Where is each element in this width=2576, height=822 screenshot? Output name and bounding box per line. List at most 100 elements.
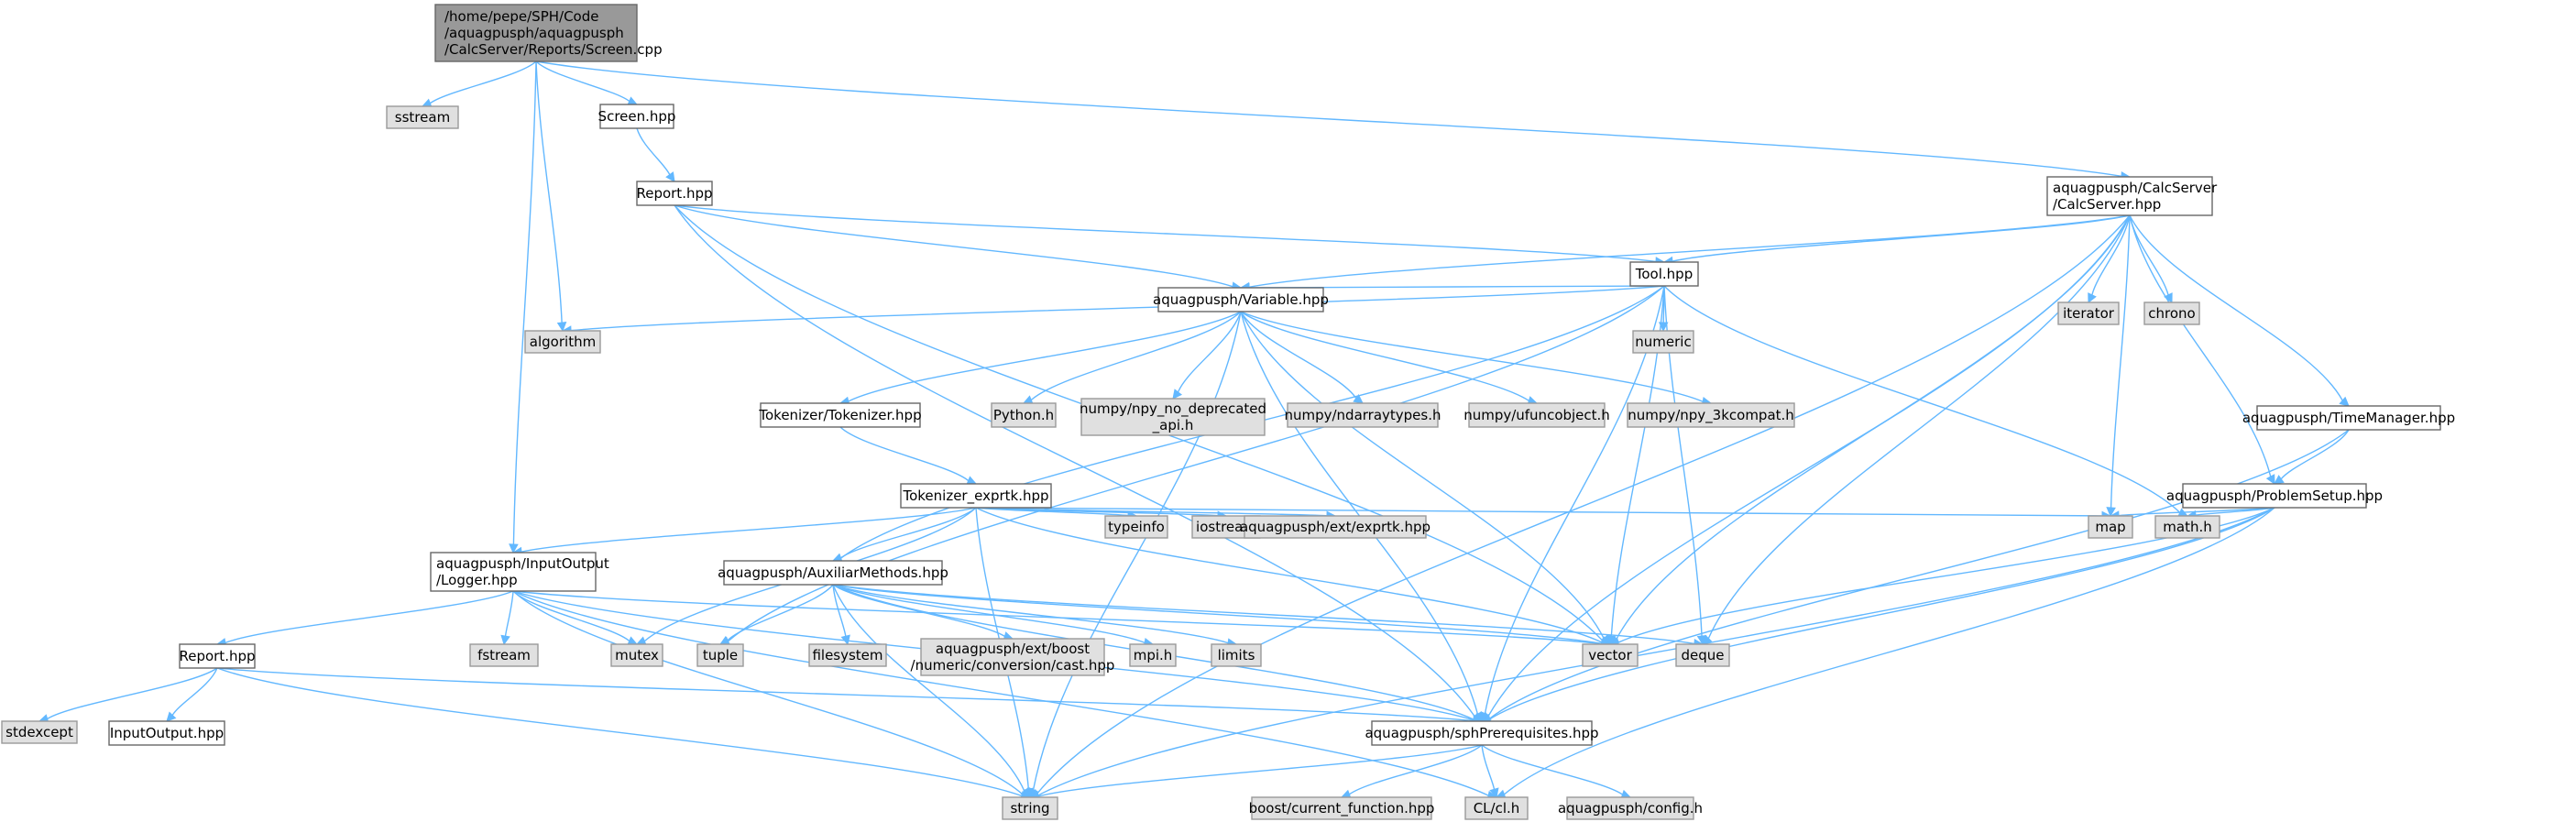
edge-tokenizer_exprtk-to-logger bbox=[511, 507, 977, 557]
node-iterator: iterator bbox=[2057, 301, 2120, 325]
edge-tool_hpp-to-algorithm bbox=[561, 285, 1665, 335]
node-label: map bbox=[2095, 519, 2125, 535]
node-label: typeinfo bbox=[1108, 519, 1165, 535]
node-sphprereq[interactable]: aquagpusph/sphPrerequisites.hpp bbox=[1365, 720, 1599, 746]
node-label: vector bbox=[1588, 647, 1632, 663]
node-box bbox=[723, 560, 943, 586]
edge-auxiliar-to-limits bbox=[832, 584, 1238, 648]
node-screen-hpp[interactable]: Screen.hpp bbox=[598, 104, 676, 129]
node-exprtk: aquagpusph/ext/exprtk.hpp bbox=[1240, 515, 1431, 539]
edge-root-to-logger bbox=[509, 60, 537, 554]
node-label: numpy/npy_3kcompat.h bbox=[1628, 407, 1794, 424]
node-sstream: sstream bbox=[386, 105, 459, 129]
node-box bbox=[1582, 643, 1639, 667]
node-auxiliar[interactable]: aquagpusph/AuxiliarMethods.hpp bbox=[718, 560, 948, 586]
node-report-hpp-top[interactable]: Report.hpp bbox=[636, 181, 713, 206]
node-label: Python.h bbox=[993, 407, 1054, 423]
node-deque: deque bbox=[1675, 643, 1730, 667]
node-label: /Logger.hpp bbox=[436, 572, 518, 588]
edge-variable_hpp-to-python_h bbox=[1022, 311, 1242, 405]
node-label: boost/current_function.hpp bbox=[1249, 800, 1435, 817]
node-box bbox=[1104, 515, 1168, 539]
node-tool-hpp[interactable]: Tool.hpp bbox=[1629, 261, 1699, 287]
node-numeric: numeric bbox=[1632, 330, 1694, 354]
node-calcserver-hpp[interactable]: aquagpusph/CalcServer/CalcServer.hpp bbox=[2046, 176, 2218, 216]
node-npy-3kcompat: numpy/npy_3kcompat.h bbox=[1627, 402, 1795, 428]
node-stdexcept: stdexcept bbox=[1, 720, 78, 744]
edge-logger-to-report_hpp_bottom bbox=[215, 590, 514, 648]
node-fstream: fstream bbox=[469, 643, 539, 667]
node-python-h: Python.h bbox=[991, 402, 1057, 428]
edge-report_hpp_top-to-tool_hpp bbox=[674, 204, 1666, 267]
edge-timemanager-to-problemsetup bbox=[2274, 429, 2350, 485]
node-tokenizer-hpp[interactable]: Tokenizer/Tokenizer.hpp bbox=[758, 402, 922, 428]
node-label: iterator bbox=[2063, 305, 2115, 322]
node-label: Report.hpp bbox=[179, 648, 255, 664]
node-root[interactable]: /home/pepe/SPH/Code/aquagpusph/aquagpusp… bbox=[434, 4, 663, 62]
node-box bbox=[386, 105, 459, 129]
node-algorithm: algorithm bbox=[524, 330, 601, 354]
node-box bbox=[1080, 398, 1266, 436]
node-label: string bbox=[1010, 800, 1049, 817]
node-box bbox=[1, 720, 78, 744]
node-label: /CalcServer.hpp bbox=[2053, 196, 2161, 213]
node-mpi-h: mpi.h bbox=[1129, 643, 1177, 667]
node-label: aquagpusph/ext/boost bbox=[936, 641, 1090, 657]
node-box bbox=[599, 104, 674, 129]
node-label: numpy/ndarraytypes.h bbox=[1284, 407, 1441, 423]
node-box bbox=[991, 402, 1057, 428]
node-box bbox=[524, 330, 601, 354]
node-label: numeric bbox=[1635, 334, 1691, 350]
node-box bbox=[900, 483, 1052, 509]
node-boost-cf: boost/current_function.hpp bbox=[1249, 796, 1435, 820]
node-logger[interactable]: aquagpusph/InputOutput/Logger.hpp bbox=[430, 552, 609, 592]
node-label: /CalcServer/Reports/Screen.cpp bbox=[444, 41, 663, 58]
edge-timemanager-to-sphprereq bbox=[1480, 429, 2350, 724]
node-box bbox=[179, 643, 256, 669]
node-box bbox=[2256, 405, 2441, 431]
node-timemanager[interactable]: aquagpusph/TimeManager.hpp bbox=[2242, 405, 2455, 431]
node-problemsetup[interactable]: aquagpusph/ProblemSetup.hpp bbox=[2166, 483, 2383, 509]
node-label: limits bbox=[1218, 647, 1255, 663]
node-label: aquagpusph/Variable.hpp bbox=[1153, 291, 1329, 308]
edge-sphprereq-to-cl_h bbox=[1481, 744, 1499, 799]
edge-root-to-sstream bbox=[421, 60, 537, 108]
node-label: numpy/npy_no_deprecated bbox=[1080, 400, 1266, 418]
node-box bbox=[760, 402, 921, 428]
node-typeinfo: typeinfo bbox=[1104, 515, 1168, 539]
edge-tokenizer_hpp-to-tokenizer_exprtk bbox=[839, 426, 978, 486]
node-box bbox=[434, 4, 638, 62]
node-label: InputOutput.hpp bbox=[110, 725, 224, 741]
node-label: /aquagpusph/aquagpusph bbox=[444, 25, 624, 41]
node-label: tuple bbox=[703, 647, 738, 663]
node-report-hpp-bottom[interactable]: Report.hpp bbox=[179, 643, 256, 669]
node-box bbox=[1629, 261, 1699, 287]
node-cl-h: CL/cl.h bbox=[1464, 796, 1529, 820]
node-label: aquagpusph/ProblemSetup.hpp bbox=[2166, 488, 2383, 504]
node-chrono: chrono bbox=[2143, 301, 2200, 325]
node-inputoutput[interactable]: InputOutput.hpp bbox=[108, 720, 225, 746]
edge-report_hpp_bottom-to-sphprereq bbox=[216, 667, 1484, 726]
node-box bbox=[1157, 287, 1324, 312]
edge-variable_hpp-to-vector bbox=[1240, 311, 1611, 645]
node-limits: limits bbox=[1211, 643, 1262, 667]
node-label: algorithm bbox=[530, 334, 596, 350]
node-config-h: aquagpusph/config.h bbox=[1558, 796, 1703, 820]
node-tokenizer-exprtk[interactable]: Tokenizer_exprtk.hpp bbox=[900, 483, 1052, 509]
edge-screen_hpp-to-report_hpp_top bbox=[636, 127, 675, 182]
node-label: mpi.h bbox=[1134, 647, 1173, 663]
node-label: filesystem bbox=[812, 647, 882, 663]
node-variable-hpp[interactable]: aquagpusph/Variable.hpp bbox=[1153, 287, 1329, 312]
edge-variable_hpp-to-npy_no_dep bbox=[1172, 311, 1242, 400]
node-box bbox=[920, 638, 1105, 676]
node-box bbox=[1129, 643, 1177, 667]
node-label: aquagpusph/sphPrerequisites.hpp bbox=[1365, 725, 1598, 741]
node-label: sstream bbox=[395, 109, 450, 126]
node-label: aquagpusph/AuxiliarMethods.hpp bbox=[718, 564, 948, 581]
edge-sphprereq-to-config_h bbox=[1481, 744, 1632, 799]
node-label: aquagpusph/config.h bbox=[1558, 800, 1703, 817]
edge-calcserver_hpp-to-iterator bbox=[2088, 214, 2131, 304]
node-map: map bbox=[2088, 515, 2133, 539]
edge-logger-to-fstream bbox=[500, 590, 514, 646]
node-label: Tool.hpp bbox=[1635, 266, 1693, 282]
